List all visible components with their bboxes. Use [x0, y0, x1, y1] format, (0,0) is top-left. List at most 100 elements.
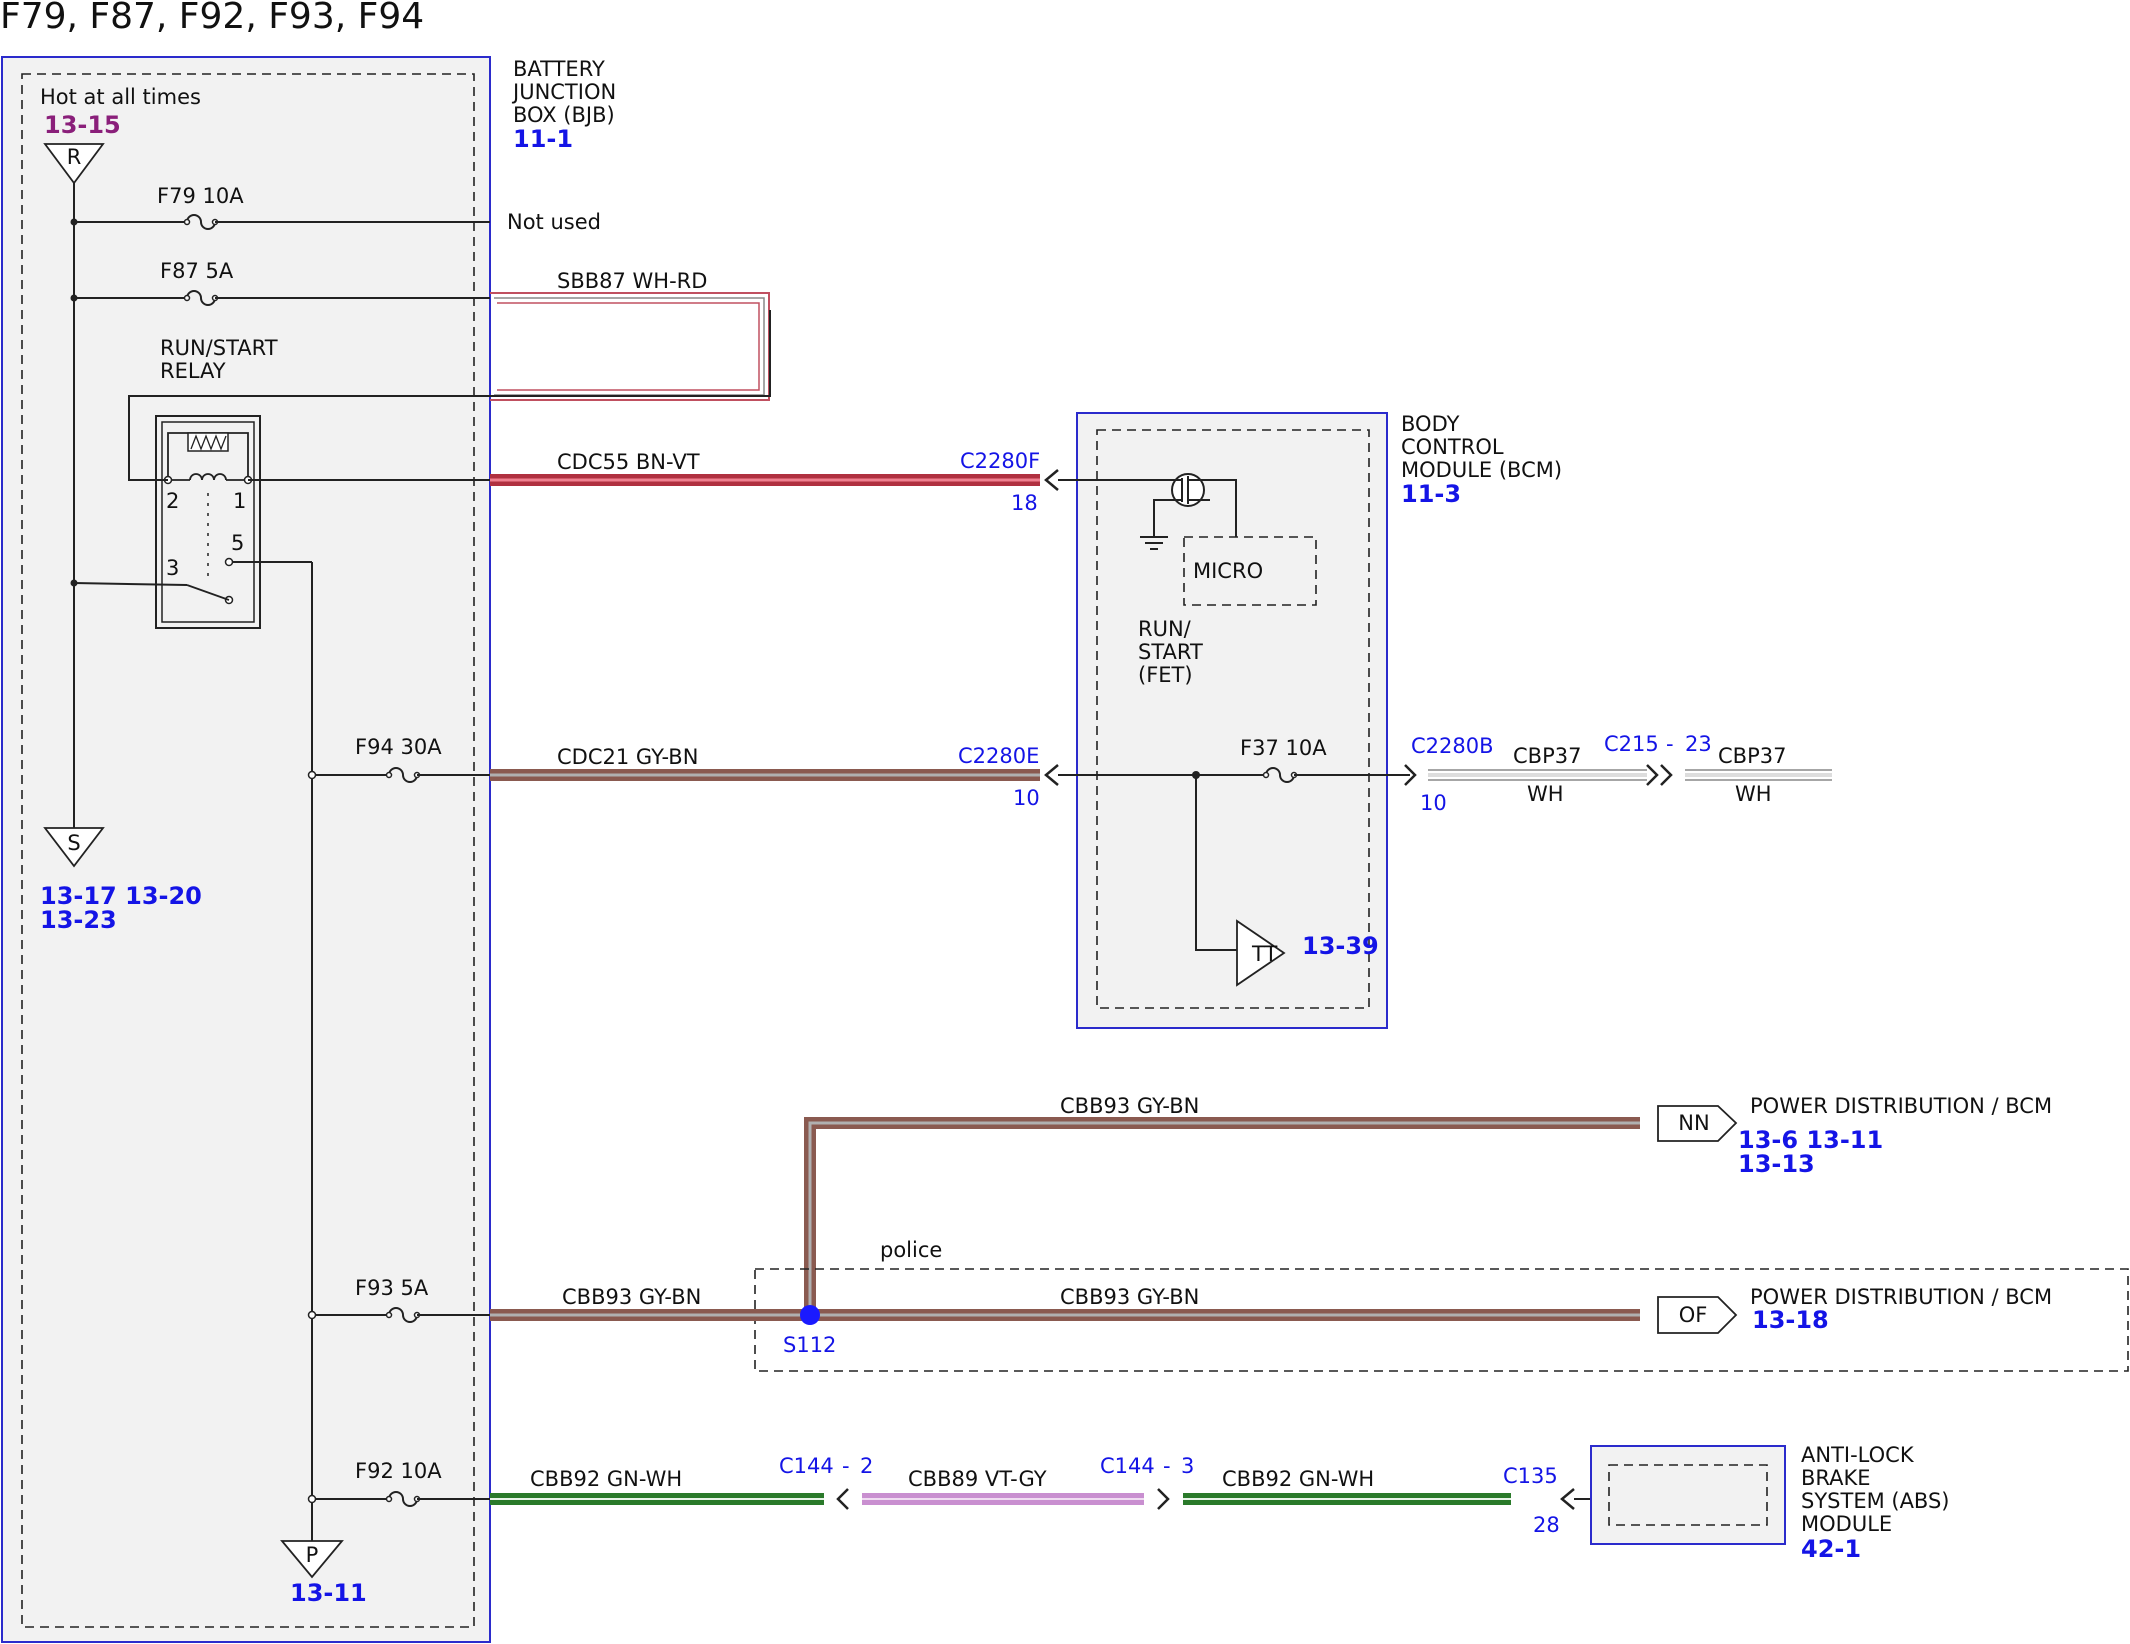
fuse-f93-label: F93 5A [355, 1276, 429, 1300]
cdc21-wire-label: CDC21 GY-BN [557, 745, 698, 769]
nn-refs-line2[interactable]: 13-13 [1738, 1150, 1815, 1178]
bcm-inner-boundary [1096, 429, 1370, 1009]
relay-label-line1: RUN/START [160, 336, 278, 360]
hot-ref[interactable]: 13-15 [44, 111, 121, 139]
diagram-title: F79, F87, F92, F93, F94 [0, 0, 424, 37]
tt-symbol [1236, 919, 1286, 987]
fuse-f79-label: F79 10A [157, 184, 244, 208]
fuse-f79-icon [186, 214, 216, 230]
c2280f-pin: 18 [1011, 491, 1038, 515]
relay-switch-contact [186, 584, 230, 601]
c2280b-connector-label[interactable]: C2280B [1411, 734, 1494, 758]
sbb87-wire-outer [490, 292, 770, 401]
relay-coil-icon [189, 473, 227, 481]
bcm-name-line2: CONTROL [1401, 435, 1504, 459]
cbb93-right-wire-label: CBB93 GY-BN [1060, 1285, 1199, 1309]
cbp37-wire-a-color: WH [1527, 782, 1564, 806]
bjb-name-line3: BOX (BJB) [513, 103, 615, 127]
c215-pin: 23 [1685, 732, 1712, 756]
nn-label: POWER DISTRIBUTION / BCM [1750, 1094, 2052, 1118]
cbb93-left-wire-label: CBB93 GY-BN [562, 1285, 701, 1309]
p-symbol [280, 1540, 344, 1579]
c2280b-connector-icon [1404, 764, 1417, 786]
c215-dash: - [1666, 732, 1674, 756]
c144-right-dash: - [1163, 1454, 1171, 1478]
c2280b-pin: 10 [1420, 791, 1447, 815]
cbb92-right-wire-label: CBB92 GN-WH [1222, 1467, 1374, 1491]
p-symbol-label: P [306, 1543, 319, 1567]
fuse-f92-icon [388, 1491, 418, 1507]
abs-name-line4: MODULE [1801, 1512, 1892, 1536]
c2280f-connector-label[interactable]: C2280F [960, 449, 1040, 473]
abs-name-line3: SYSTEM (ABS) [1801, 1489, 1950, 1513]
cbb93-top-wire [804, 1117, 1640, 1315]
c144-right-pin: 3 [1181, 1454, 1194, 1478]
fet-label-line1: RUN/ [1138, 617, 1192, 641]
c144-left-dash: - [842, 1454, 850, 1478]
bcm-name-line3: MODULE (BCM) [1401, 458, 1562, 482]
fet-label-line2: START [1138, 640, 1203, 664]
not-used-label: Not used [507, 210, 601, 234]
tt-symbol-label: TT [1251, 942, 1277, 966]
bjb-inner-boundary [21, 73, 475, 1628]
c135-pin: 28 [1533, 1513, 1560, 1537]
c144-left-connector-icon [836, 1488, 849, 1510]
s-refs-line2[interactable]: 13-23 [40, 906, 117, 934]
cbp37-wire-a [1428, 769, 1647, 781]
cbp37-wire-a-label: CBP37 [1513, 744, 1581, 768]
c135-connector-label[interactable]: C135 [1503, 1464, 1558, 1488]
abs-name-line1: ANTI-LOCK [1801, 1443, 1915, 1467]
relay-pin-1: 1 [233, 489, 246, 513]
relay-pin-5: 5 [231, 531, 244, 555]
fuse-f93-icon [388, 1307, 418, 1323]
c135-connector-icon [1560, 1488, 1575, 1510]
bcm-box [1076, 412, 1388, 1029]
fuse-f92-label: F92 10A [355, 1459, 442, 1483]
micro-block [1183, 536, 1317, 606]
nn-refs-line1[interactable]: 13-6 13-11 [1738, 1126, 1883, 1154]
c2280e-connector-label[interactable]: C2280E [958, 744, 1039, 768]
fuse-f94-icon [388, 767, 418, 783]
r-symbol [43, 143, 105, 185]
s-refs-line1[interactable]: 13-17 13-20 [40, 882, 202, 910]
c2280e-connector-icon [1044, 764, 1059, 786]
micro-label: MICRO [1193, 559, 1263, 583]
fuse-f87-label: F87 5A [160, 259, 234, 283]
abs-ref[interactable]: 42-1 [1801, 1535, 1861, 1563]
cbp37-wire-b-color: WH [1735, 782, 1772, 806]
fuse-f37-label: F37 10A [1240, 736, 1327, 760]
nn-symbol-label: NN [1678, 1111, 1709, 1135]
of-label: POWER DISTRIBUTION / BCM [1750, 1285, 2052, 1309]
nn-symbol [1657, 1105, 1738, 1142]
c144-left-pin: 2 [860, 1454, 873, 1478]
cbp37-wire-b [1685, 769, 1832, 781]
fuse-f94-label: F94 30A [355, 735, 442, 759]
relay-pin-2: 2 [166, 489, 179, 513]
fuse-f87-icon [186, 290, 216, 306]
c215-connector-icon-right [1660, 764, 1673, 786]
bjb-ref[interactable]: 11-1 [513, 125, 573, 153]
tt-ref[interactable]: 13-39 [1302, 932, 1379, 960]
c144-left-connector-label[interactable]: C144 [779, 1454, 834, 1478]
of-ref[interactable]: 13-18 [1752, 1306, 1829, 1334]
bcm-ref[interactable]: 11-3 [1401, 480, 1461, 508]
bjb-name-line2: JUNCTION [511, 80, 616, 104]
splice-s112-label: S112 [783, 1333, 836, 1357]
cbp37-wire-b-label: CBP37 [1718, 744, 1786, 768]
c144-right-connector-label[interactable]: C144 [1100, 1454, 1155, 1478]
r-symbol-label: R [67, 145, 82, 169]
p-ref[interactable]: 13-11 [290, 1579, 367, 1607]
of-symbol-label: OF [1679, 1303, 1708, 1327]
c215-connector-icon-left [1646, 764, 1659, 786]
police-label: police [880, 1238, 942, 1262]
bjb-name-line1: BATTERY [513, 57, 605, 81]
c144-right-connector-icon [1157, 1488, 1170, 1510]
relay-label-line2: RELAY [160, 359, 226, 383]
s-symbol-label: S [67, 831, 80, 855]
c215-connector-label[interactable]: C215 [1604, 732, 1659, 756]
c2280f-connector-icon [1044, 469, 1059, 491]
cdc55-wire-label: CDC55 BN-VT [557, 450, 700, 474]
splice-s112[interactable] [800, 1305, 820, 1325]
hot-at-all-times-label: Hot at all times [40, 85, 201, 109]
